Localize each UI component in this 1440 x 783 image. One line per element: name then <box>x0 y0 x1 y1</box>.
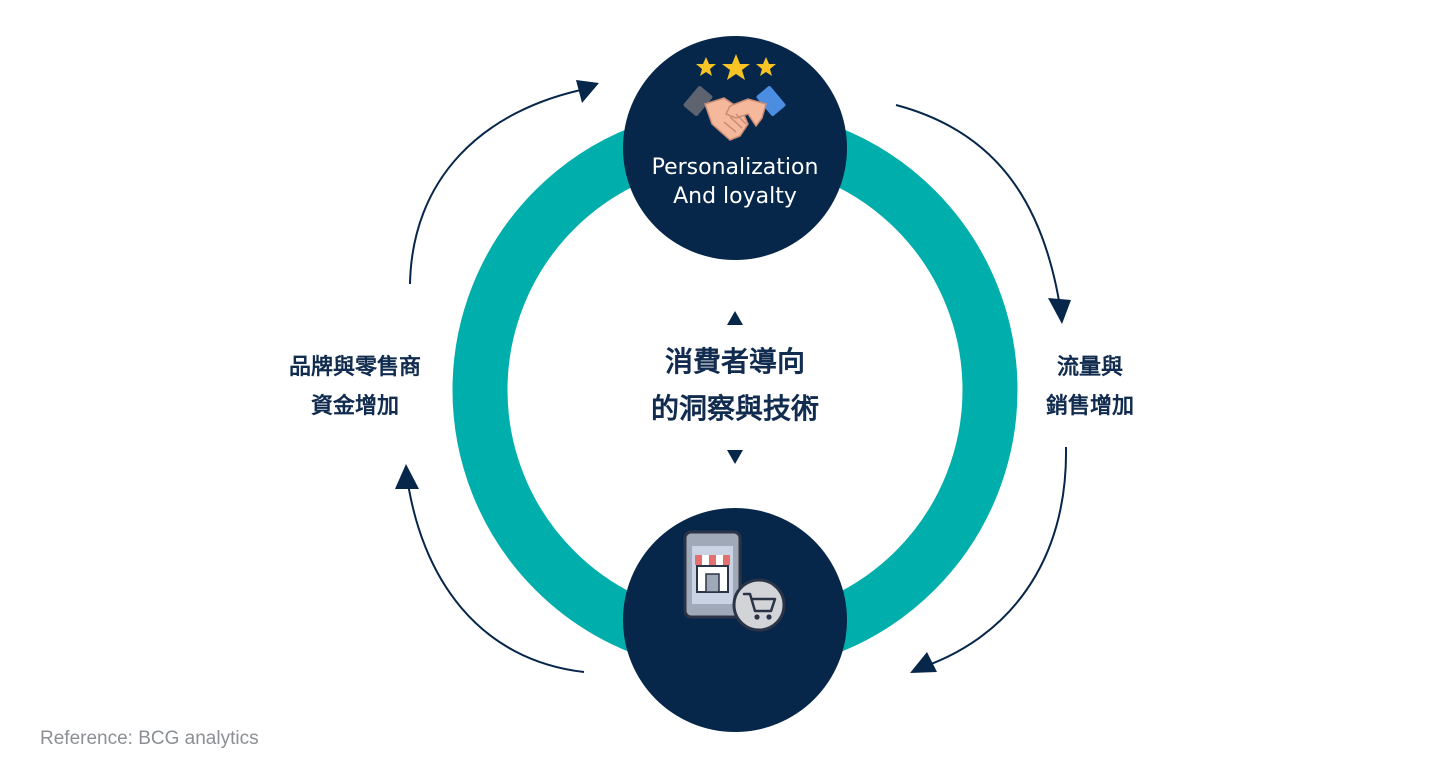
right-sleeve-icon <box>756 86 786 116</box>
star-icon <box>722 54 750 80</box>
top-node-label-line2: And loyalty <box>673 184 797 209</box>
star-icon <box>696 57 716 76</box>
center-down-triangle-icon <box>727 450 743 464</box>
arrowhead-top-right <box>1048 298 1071 324</box>
cart-badge-icon <box>732 578 786 632</box>
handshake-stars-icon <box>683 54 786 141</box>
center-label-line2: 的洞察與技術 <box>651 392 819 425</box>
mobile-shop-cart-icon <box>683 530 786 632</box>
arrowhead-bottom-left <box>395 464 419 489</box>
arrowhead-bottom-right <box>910 652 937 673</box>
star-icon <box>756 57 776 76</box>
left-label-line1: 品牌與零售商 <box>289 354 421 380</box>
center-up-triangle-icon <box>727 311 743 325</box>
right-label-line2: 銷售增加 <box>1046 393 1134 419</box>
right-label-line1: 流量與 <box>1057 354 1123 380</box>
cart-icon <box>742 592 777 613</box>
top-node-circle <box>623 36 847 260</box>
arrow-top-right <box>895 104 1063 321</box>
left-label-line2: 資金增加 <box>311 393 399 419</box>
shop-awning-icon <box>695 555 730 565</box>
left-sleeve-icon <box>683 86 713 116</box>
bottom-node-circle <box>623 508 847 732</box>
center-label-line1: 消費者導向 <box>665 345 805 378</box>
arrow-bottom-left <box>405 469 585 673</box>
arrow-bottom-right <box>913 446 1068 671</box>
reference-note: Reference: BCG analytics <box>40 728 259 749</box>
top-node-label-line1: Personalization <box>652 155 819 180</box>
arrowhead-top-left <box>576 80 599 103</box>
arrow-top-left <box>409 87 591 285</box>
right-hand-icon <box>724 98 767 128</box>
